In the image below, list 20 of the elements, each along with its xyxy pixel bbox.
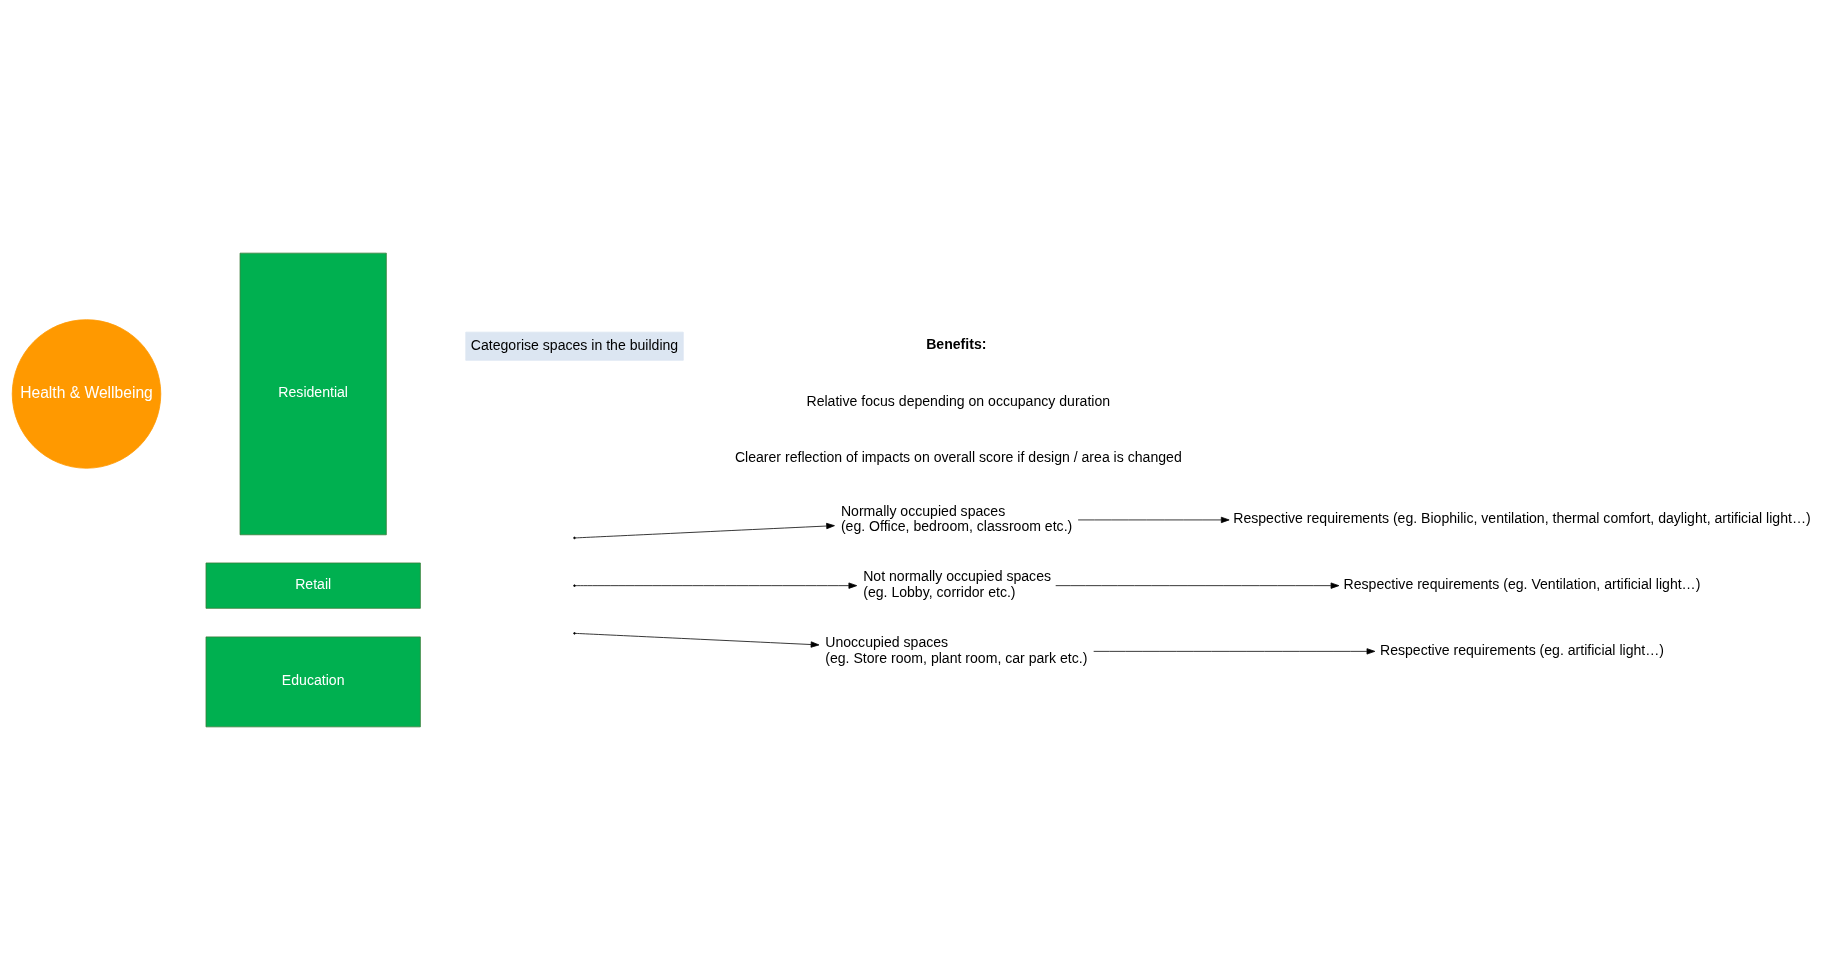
arrow <box>1093 648 1376 655</box>
node-text: Respective requirements (eg. Biophilic, ventilation, thermal comfort, daylight, artificial light…) <box>1233 510 1811 527</box>
arrow <box>574 633 820 648</box>
node-box: Education <box>205 636 421 728</box>
label: Clearer reflection of impacts on overall score if design / area is changed <box>734 449 1182 466</box>
node-text: Respective requirements (eg. Ventilation, artificial light…) <box>1343 576 1701 593</box>
node-box: Categorise spaces in the building <box>465 331 684 361</box>
label: Benefits: <box>926 335 987 352</box>
label: Relative focus depending on occupancy duration <box>806 393 1111 410</box>
node-text: Unoccupied spaces (eg. Store room, plant room, car park etc.) <box>825 633 1088 666</box>
node-box: Retail <box>205 562 421 609</box>
node-text: Normally occupied spaces (eg. Office, bedroom, classroom etc.) <box>840 502 1073 535</box>
arrow <box>574 582 858 589</box>
arrow <box>1077 516 1230 524</box>
node-text: Not normally occupied spaces (eg. Lobby, corridor etc.) <box>863 568 1052 600</box>
node-box: Residential <box>239 252 387 536</box>
arrow <box>1055 582 1340 589</box>
node-text: Respective requirements (eg. artificial light…) <box>1379 641 1664 658</box>
arrow <box>574 522 835 539</box>
node-circle: Health & Wellbeing <box>11 319 162 469</box>
